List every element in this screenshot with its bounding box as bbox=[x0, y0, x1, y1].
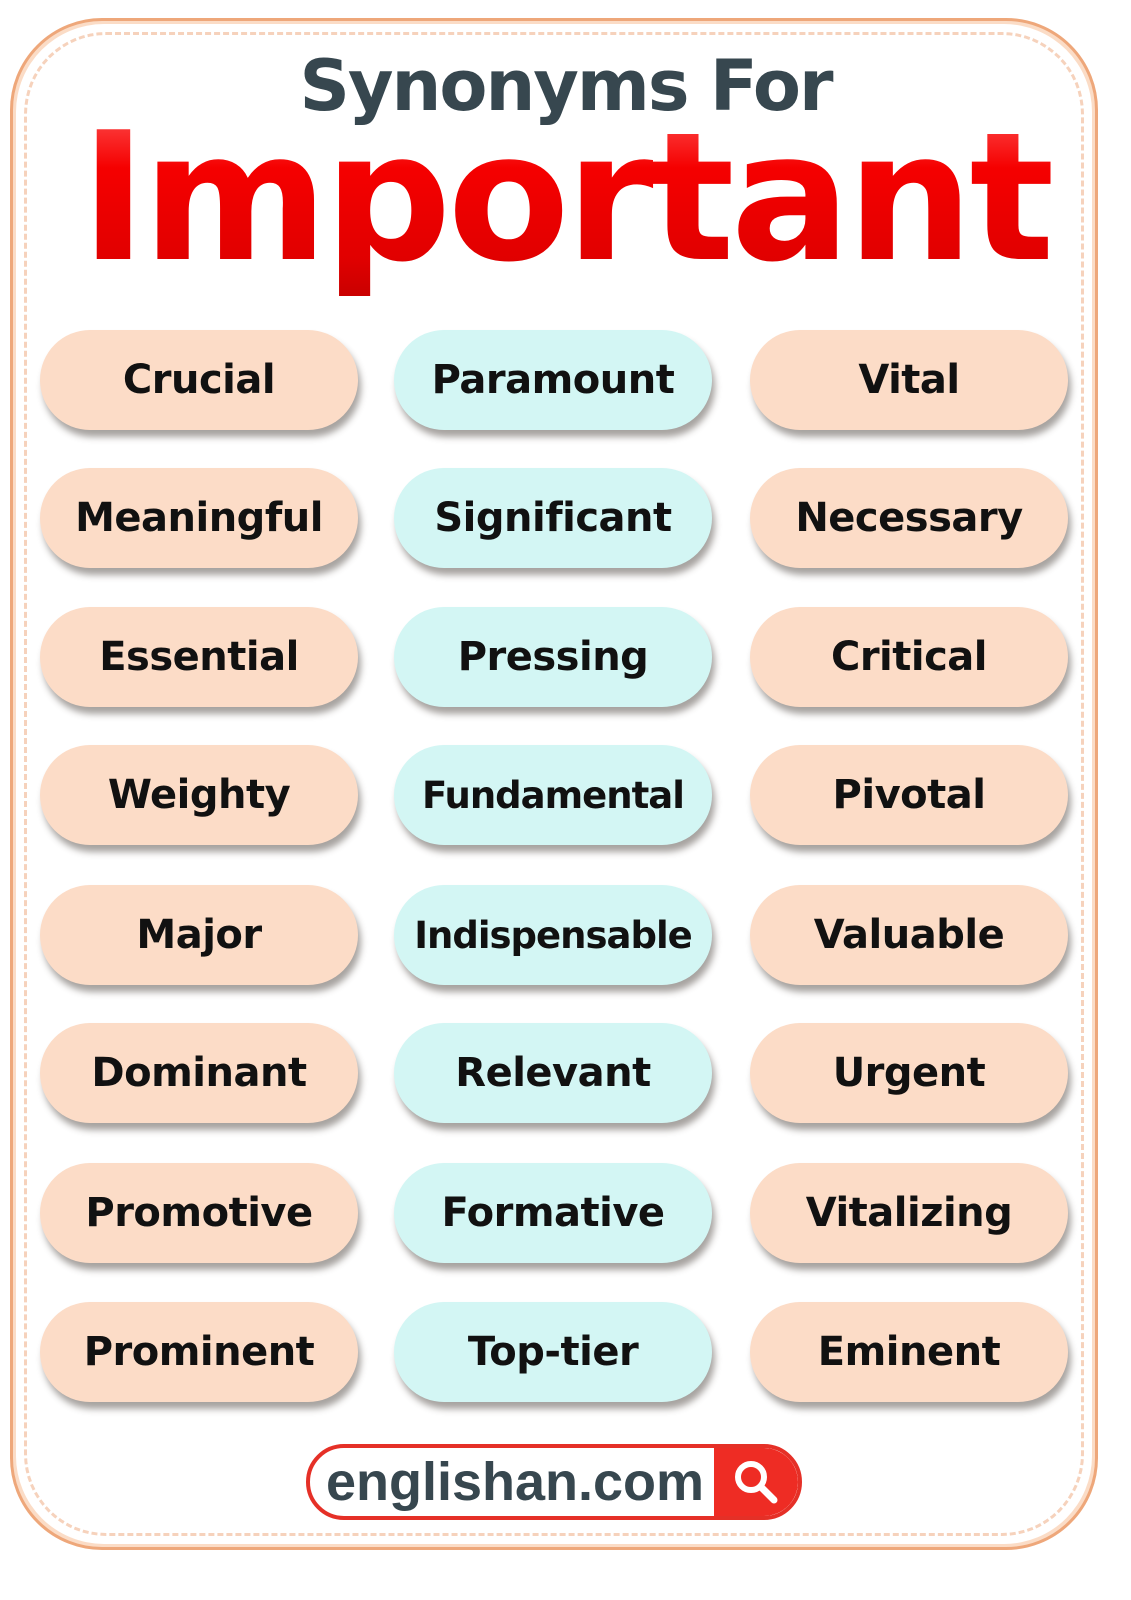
synonym-pill: Fundamental bbox=[394, 745, 712, 845]
synonym-pill: Major bbox=[40, 885, 358, 985]
synonym-pill: Significant bbox=[394, 468, 712, 568]
synonym-pill: Prominent bbox=[40, 1302, 358, 1402]
synonym-pill: Relevant bbox=[394, 1023, 712, 1123]
synonym-pill: Urgent bbox=[750, 1023, 1068, 1123]
synonym-pill: Indispensable bbox=[394, 885, 712, 985]
synonym-pill: Essential bbox=[40, 607, 358, 707]
synonym-pill: Formative bbox=[394, 1163, 712, 1263]
site-url: englishan.com bbox=[325, 1452, 705, 1512]
synonym-pill: Eminent bbox=[750, 1302, 1068, 1402]
synonym-pill: Meaningful bbox=[40, 468, 358, 568]
synonym-pill: Crucial bbox=[40, 330, 358, 430]
synonym-pill: Promotive bbox=[40, 1163, 358, 1263]
synonym-pill: Dominant bbox=[40, 1023, 358, 1123]
search-button[interactable] bbox=[714, 1448, 798, 1516]
page-title: Important bbox=[0, 98, 1131, 298]
card-dashed-border bbox=[24, 32, 1084, 1536]
synonym-pill: Weighty bbox=[40, 745, 358, 845]
search-icon bbox=[735, 1461, 778, 1504]
synonym-pill: Necessary bbox=[750, 468, 1068, 568]
synonym-pill: Pivotal bbox=[750, 745, 1068, 845]
synonym-pill: Vitalizing bbox=[750, 1163, 1068, 1263]
synonym-pill: Valuable bbox=[750, 885, 1068, 985]
site-search-bar[interactable]: englishan.com bbox=[306, 1444, 802, 1520]
synonym-pill: Critical bbox=[750, 607, 1068, 707]
synonym-pill: Top-tier bbox=[394, 1302, 712, 1402]
page-subtitle: Synonyms For bbox=[299, 45, 833, 127]
synonym-pill: Vital bbox=[750, 330, 1068, 430]
synonym-pill: Paramount bbox=[394, 330, 712, 430]
synonym-pill: Pressing bbox=[394, 607, 712, 707]
